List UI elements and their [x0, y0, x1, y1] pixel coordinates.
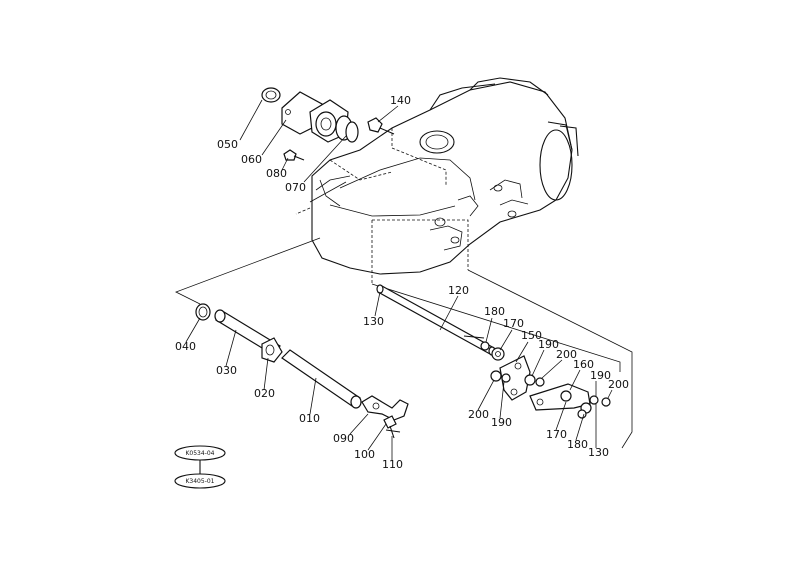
ref-code-2: K3405-01 [185, 478, 214, 485]
label-190-right: 190 [590, 369, 611, 382]
label-150: 150 [521, 329, 542, 342]
label-130-lower: 130 [588, 446, 609, 459]
label-190-upper: 190 [538, 338, 559, 351]
bolt-080 [283, 149, 297, 161]
label-110: 110 [382, 458, 403, 471]
reference-code-box: K0534-04 K3405-01 [174, 445, 226, 489]
label-040: 040 [175, 340, 196, 353]
label-180-upper: 180 [484, 305, 505, 318]
front-cover-assembly [261, 87, 395, 161]
shaft-120 [376, 284, 496, 356]
label-200-left: 200 [468, 408, 489, 421]
oring-070 [345, 121, 359, 143]
label-170-upper: 170 [503, 317, 524, 330]
ref-oval-bottom [174, 473, 226, 489]
label-140: 140 [390, 94, 411, 107]
label-080: 080 [266, 167, 287, 180]
label-030: 030 [216, 364, 237, 377]
part-labels: 050 060 080 070 140 120 130 180 170 150 … [175, 94, 629, 471]
label-050: 050 [217, 138, 238, 151]
label-170-lower: 170 [546, 428, 567, 441]
lower-shaft-assembly [195, 303, 409, 439]
label-120: 120 [448, 284, 469, 297]
label-060: 060 [241, 153, 262, 166]
leader-lines [185, 99, 613, 460]
leader-frame [371, 283, 621, 372]
arm-090 [361, 395, 409, 421]
oring-050 [261, 87, 281, 103]
oring-040 [195, 303, 211, 321]
transmission-housing [295, 77, 579, 284]
label-090: 090 [333, 432, 354, 445]
pin-100 [383, 415, 397, 429]
label-190-lower: 190 [491, 416, 512, 429]
label-200-right: 200 [608, 378, 629, 391]
lever-150 [499, 355, 531, 401]
label-180-lower: 180 [567, 438, 588, 451]
lever-160 [529, 383, 591, 411]
label-100: 100 [354, 448, 375, 461]
flange-020 [261, 337, 283, 363]
ref-code-1: K0534-04 [185, 450, 214, 457]
label-020: 020 [254, 387, 275, 400]
label-010: 010 [299, 412, 320, 425]
shaft-010 [281, 349, 361, 407]
label-070: 070 [285, 181, 306, 194]
label-200-upper: 200 [556, 348, 577, 361]
label-160: 160 [573, 358, 594, 371]
linkage-assembly [480, 341, 611, 419]
label-130-upper: 130 [363, 315, 384, 328]
